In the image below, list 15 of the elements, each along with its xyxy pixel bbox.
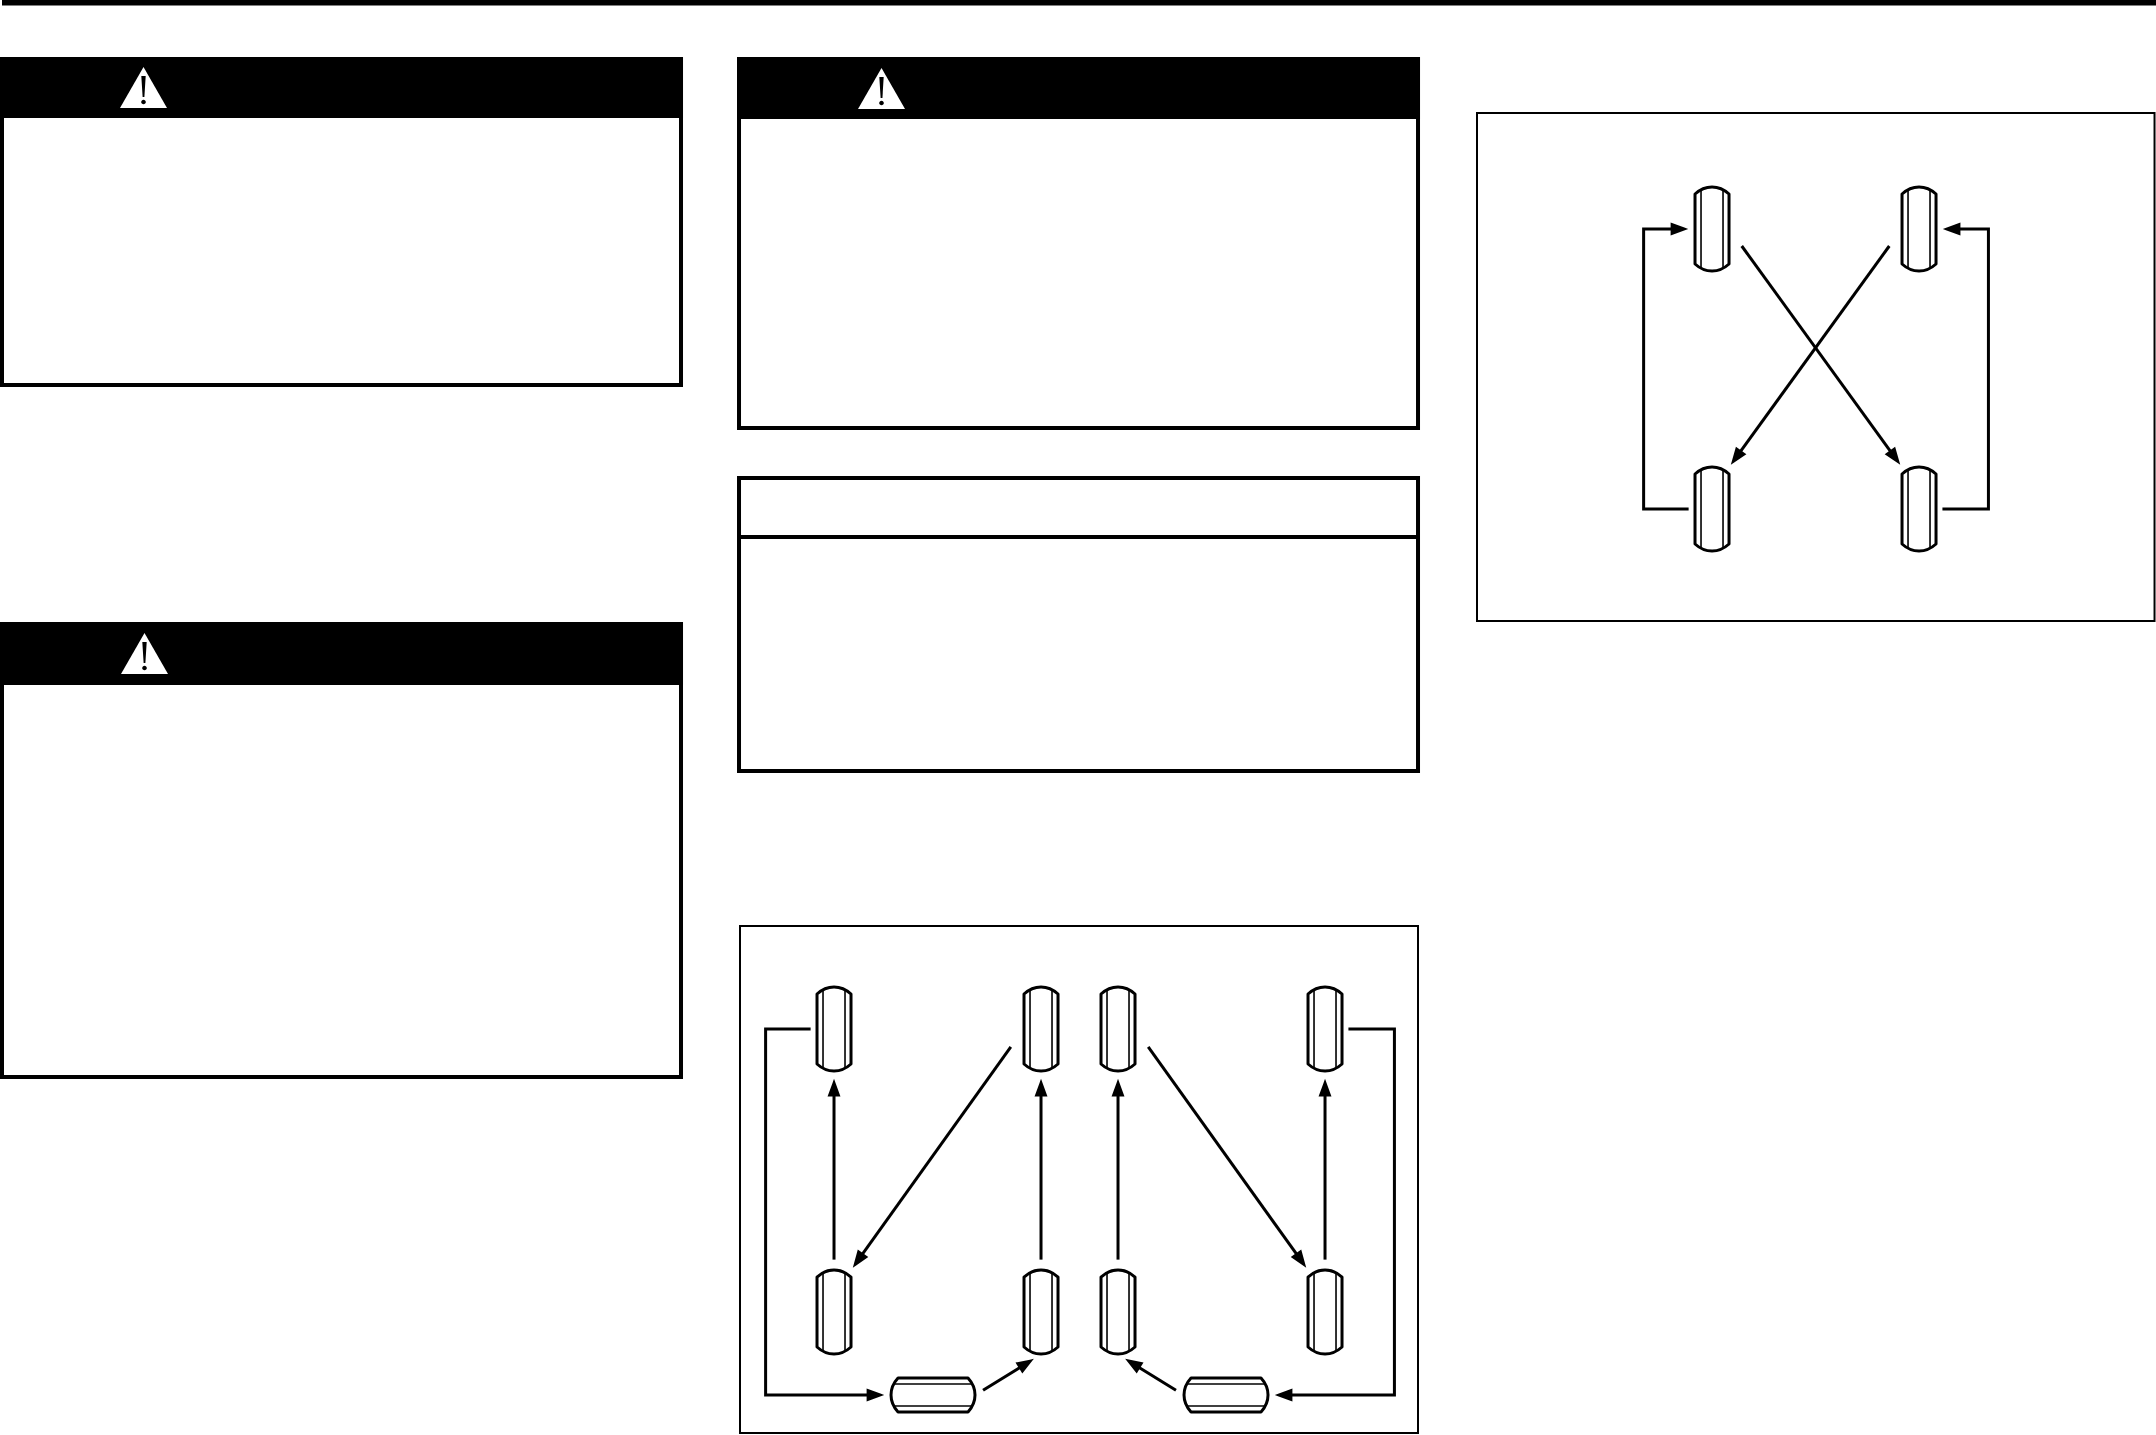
tire [1099,985,1137,1073]
tire [1306,985,1344,1073]
arrow [1642,222,1689,511]
tire [1022,985,1060,1073]
tire [1900,465,1938,553]
tire [1693,465,1731,553]
tire [1693,185,1731,273]
tire [815,985,853,1073]
tire [889,1376,977,1414]
tire [1022,1268,1060,1356]
tire [1900,185,1938,273]
tire [1306,1268,1344,1356]
tire [1182,1376,1270,1414]
tire [815,1268,853,1356]
tire [1099,1268,1137,1356]
